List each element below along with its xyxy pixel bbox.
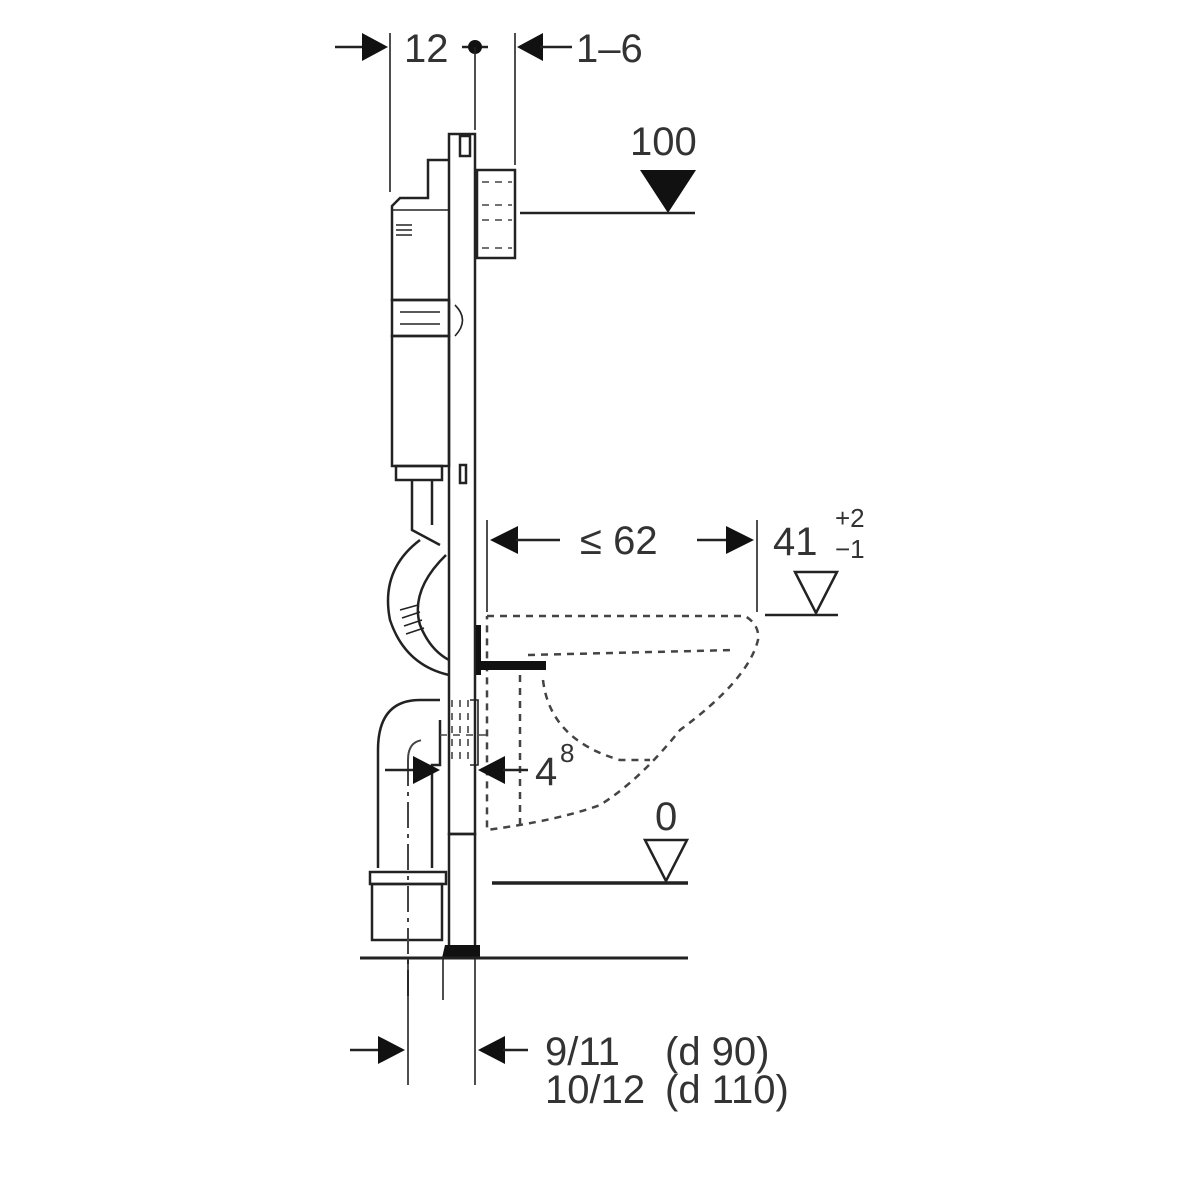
level-zero-label: 0 — [655, 795, 677, 839]
depth-large-label: 10/12 — [545, 1068, 645, 1112]
dimension-projection: ≤ 62 — [486, 519, 758, 612]
arrow-left-icon — [490, 526, 518, 554]
depth-small-pipe-label: (d 90) — [665, 1030, 770, 1074]
wc-bowl-outline — [476, 614, 760, 832]
level-zero: 0 — [492, 795, 690, 885]
actuation-plate — [475, 168, 517, 260]
fixing-bolt — [478, 661, 546, 670]
projection-label: ≤ 62 — [580, 519, 658, 563]
level-triangle-filled-icon — [640, 170, 696, 213]
seat-tolerance-minus: −1 — [835, 534, 865, 564]
bottom-dimensions: 4 8 9/11 (d 90) 10/12 (d 110) — [350, 738, 789, 1112]
seat-tolerance-plus: +2 — [835, 503, 865, 533]
level-seat-height: 41 +2 −1 — [765, 503, 865, 617]
dim-1-6-label: 1–6 — [576, 27, 643, 71]
depth-large-pipe-label: (d 110) — [665, 1068, 789, 1112]
seat-height-label: 41 — [773, 520, 818, 564]
offset-superscript: 8 — [560, 738, 574, 768]
dim-12-label: 12 — [404, 27, 449, 71]
level-100: 100 — [520, 120, 697, 215]
arrow-left-icon — [478, 1036, 505, 1064]
arrow-right-icon — [413, 756, 440, 784]
installation-frame — [386, 132, 517, 958]
arrow-right-icon — [362, 33, 388, 61]
dimension-12: 12 — [335, 27, 488, 192]
arrow-left-icon — [478, 756, 505, 784]
arrow-right-icon — [378, 1036, 405, 1064]
level-triangle-icon — [792, 570, 840, 616]
level-triangle-icon — [642, 838, 690, 884]
arrow-right-icon — [726, 526, 754, 554]
dimension-1-6: 1–6 — [514, 27, 643, 165]
depth-small-label: 9/11 — [545, 1030, 620, 1074]
offset-label: 4 — [535, 750, 557, 794]
arrow-left-icon — [517, 33, 543, 61]
level-100-label: 100 — [630, 120, 697, 164]
